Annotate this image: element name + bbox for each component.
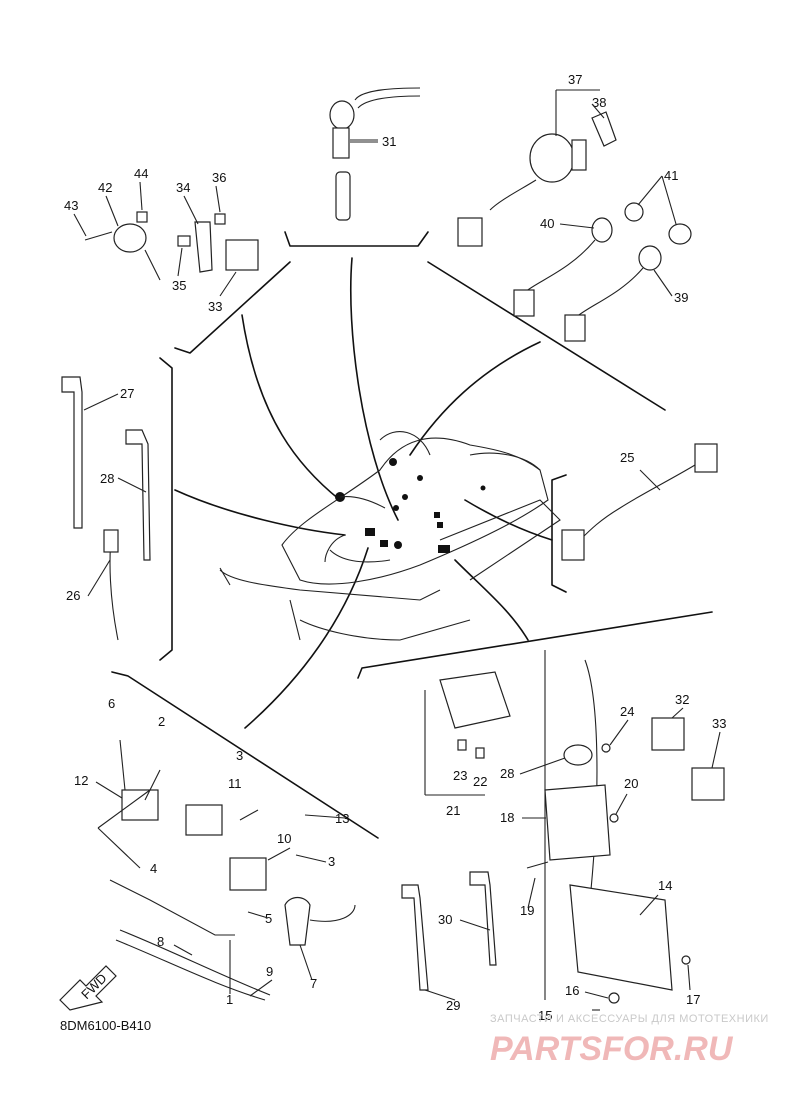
callout-35: 35 [172, 278, 186, 293]
callout-18: 18 [500, 810, 514, 825]
callout-25: 25 [620, 450, 634, 465]
callout-16: 16 [565, 983, 579, 998]
callout-43: 43 [64, 198, 78, 213]
callout-5: 5 [265, 911, 272, 926]
callout-22: 22 [473, 774, 487, 789]
callout-3b: 3 [328, 854, 335, 869]
callout-12: 12 [74, 773, 88, 788]
callout-23: 23 [453, 768, 467, 783]
part-31-sensor [329, 87, 421, 221]
callout-24: 24 [620, 704, 634, 719]
diagram-code: 8DM6100-B410 [60, 1018, 151, 1033]
part-26-28-straps [61, 376, 151, 641]
callout-1: 1 [226, 992, 233, 1007]
callout-44: 44 [134, 166, 148, 181]
callout-42: 42 [98, 180, 112, 195]
callout-11: 11 [228, 776, 242, 791]
watermark-brand: PARTSFOR.RU [490, 1030, 734, 1068]
callout-6: 6 [108, 696, 115, 711]
callout-28b: 28 [500, 766, 514, 781]
callout-31: 31 [382, 134, 396, 149]
callout-30: 30 [438, 912, 452, 927]
section-dividers [111, 231, 713, 839]
callout-13: 13 [335, 811, 349, 826]
part-42-44-switch [84, 211, 161, 281]
callout-leaders [73, 103, 721, 1001]
callout-2: 2 [158, 714, 165, 729]
callout-27: 27 [120, 386, 134, 401]
callout-29: 29 [446, 998, 460, 1013]
part-25-harness [561, 443, 718, 561]
callout-33a: 33 [208, 299, 222, 314]
callout-32: 32 [675, 692, 689, 707]
callout-19: 19 [520, 903, 534, 918]
callout-9: 9 [266, 964, 273, 979]
callout-34: 34 [176, 180, 190, 195]
snowmobile-outline [219, 431, 561, 641]
callout-labels: 1 2 3 3 4 5 6 7 8 9 10 11 12 13 14 15 16… [64, 72, 726, 1023]
callout-38: 38 [592, 95, 606, 110]
callout-15: 15 [538, 1008, 552, 1023]
callout-8: 8 [157, 934, 164, 949]
part-39-41-lamps [513, 202, 692, 342]
callout-36: 36 [212, 170, 226, 185]
callout-41: 41 [664, 168, 678, 183]
fwd-arrow-icon: FWD [59, 965, 117, 1011]
callout-20: 20 [624, 776, 638, 791]
ignition-assembly [97, 739, 356, 1001]
callout-14: 14 [658, 878, 672, 893]
callout-4: 4 [150, 861, 157, 876]
callout-33b: 33 [712, 716, 726, 731]
electrical-box-assembly [401, 650, 725, 1011]
callout-26: 26 [66, 588, 80, 603]
callout-17: 17 [686, 992, 700, 1007]
watermark-tagline: ЗАПЧАСТИ И АКСЕССУАРЫ ДЛЯ МОТОТЕХНИКИ [490, 1013, 769, 1025]
leader-curves [174, 257, 553, 729]
watermark-logo: ЗАПЧАСТИ И АКСЕССУАРЫ ДЛЯ МОТОТЕХНИКИ PA… [490, 1013, 769, 1068]
callout-21: 21 [446, 803, 460, 818]
callout-10: 10 [277, 831, 291, 846]
part-33-36-bracket [177, 213, 259, 273]
callout-40: 40 [540, 216, 554, 231]
callout-37: 37 [568, 72, 582, 87]
callout-28a: 28 [100, 471, 114, 486]
callout-3a: 3 [236, 748, 243, 763]
callout-7: 7 [310, 976, 317, 991]
callout-39: 39 [674, 290, 688, 305]
part-37-38-switch [457, 89, 617, 247]
